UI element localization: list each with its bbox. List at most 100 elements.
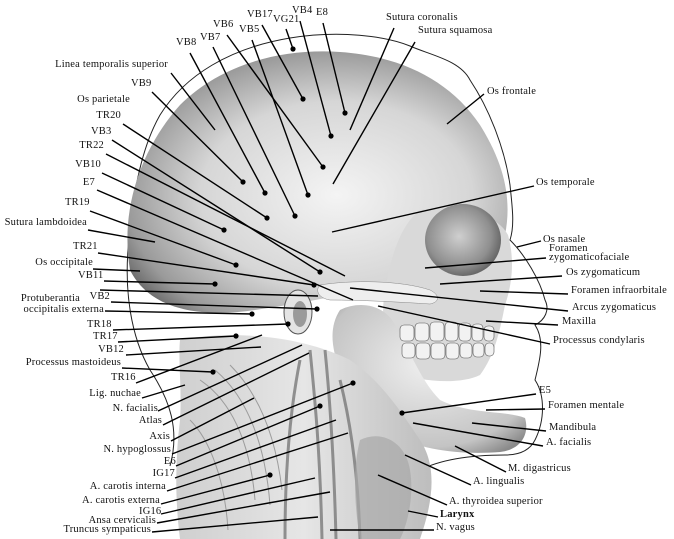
leader-line-sutura-coronalis: [349, 27, 395, 131]
leader-line-e6: [175, 405, 321, 467]
label-foramen-infraorbitale: Foramen infraorbitale: [571, 285, 668, 296]
leader-line-n-hypoglossus: [171, 382, 354, 455]
cervical-vessels: [283, 349, 362, 539]
leader-line-vb10: [101, 172, 225, 231]
acupoint-dot-icon: [300, 96, 306, 102]
leader-line-tr18: [112, 323, 289, 331]
label-vb3: VB3: [91, 126, 112, 137]
label-vb12: VB12: [98, 344, 124, 355]
label-protuberantia1: Protuberantia: [20, 293, 80, 304]
leader-line-m-digastricus: [454, 445, 507, 473]
label-tr18: TR18: [87, 319, 112, 330]
label-foramen-zygo2: zygomaticofaciale: [549, 252, 630, 263]
leader-line-os-temporale: [331, 185, 535, 233]
label-os-frontale: Os frontale: [487, 86, 537, 97]
leader-line-n-facialis: [157, 344, 303, 412]
acupoint-dot-icon: [305, 192, 311, 198]
label-os-zygomaticum: Os zygomaticum: [566, 267, 641, 278]
label-sutura-coronalis: Sutura coronalis: [386, 12, 458, 23]
leader-line-a-facialis: [412, 422, 544, 447]
label-linea-temporalis: Linea temporalis superior: [55, 59, 168, 70]
label-a-carotis-interna: A. carotis interna: [89, 481, 166, 492]
label-e5: E5: [539, 385, 552, 396]
label-vb6: VB6: [213, 19, 234, 30]
label-a-thyroidea: A. thyroidea superior: [449, 496, 543, 507]
acupoint-dot-icon: [292, 213, 298, 219]
label-n-facialis: N. facialis: [112, 403, 158, 414]
label-foramen-zygo1: Foramen: [549, 243, 588, 254]
leader-line-vb3: [111, 139, 321, 273]
label-ig17: IG17: [152, 468, 175, 479]
leader-line-foramen-zygo: [424, 257, 547, 269]
leader-line-processus-mastoideus: [121, 367, 214, 373]
label-a-facialis: A. facialis: [546, 437, 592, 448]
larynx-shape: [355, 436, 412, 539]
leader-line-protuberantia: [104, 310, 253, 315]
label-arcus-zygomaticus: Arcus zygomaticus: [572, 302, 657, 313]
label-n-hypoglossus: N. hypoglossus: [103, 444, 171, 455]
label-atlas: Atlas: [138, 415, 162, 426]
label-lig-nuchae: Lig. nuchae: [89, 388, 141, 399]
leader-line-ig16: [160, 477, 316, 515]
label-mandibula: Mandibula: [549, 422, 597, 433]
leader-line-tr17: [117, 335, 237, 343]
label-tr19: TR19: [65, 197, 90, 208]
label-os-temporale: Os temporale: [536, 177, 595, 188]
label-truncus-sympaticus: Truncus sympaticus: [63, 524, 151, 535]
leader-line-extra-1: [99, 289, 319, 297]
leader-line-vb11: [103, 280, 216, 285]
label-n-vagus: N. vagus: [436, 522, 475, 533]
label-tr21: TR21: [73, 241, 98, 252]
orbit: [425, 204, 501, 276]
label-tr20: TR20: [96, 110, 121, 121]
acupoint-dot-icon: [317, 403, 323, 409]
label-protuberantia2: occipitalis externa: [23, 304, 104, 315]
label-e6: E6: [163, 456, 176, 467]
label-os-occipitale: Os occipitale: [35, 257, 93, 268]
label-processus-condylaris: Processus condylaris: [553, 335, 645, 346]
leader-line-ansa-cervicalis: [156, 491, 331, 524]
leader-line-vb4: [299, 20, 332, 137]
acupoint-dot-icon: [350, 380, 356, 386]
acupoint-dot-icon: [328, 133, 334, 139]
label-e8: E8: [316, 7, 329, 18]
acupoint-dot-icon: [285, 321, 291, 327]
leader-line-tr16: [135, 334, 263, 384]
leader-line-ig17: [174, 419, 337, 479]
acupoint-dot-icon: [290, 46, 296, 52]
leader-line-e8: [322, 22, 346, 114]
acupoint-dot-icon: [320, 164, 326, 170]
label-os-nasale: Os nasale: [543, 234, 586, 245]
leader-line-mandibula: [471, 422, 547, 432]
leader-line-os-frontale: [446, 93, 485, 125]
label-tr17: TR17: [93, 331, 118, 342]
acupoint-dot-icon: [240, 179, 246, 185]
label-tr22: TR22: [79, 140, 104, 151]
leader-line-os-occipitale: [92, 268, 141, 272]
leader-line-os-zygomaticum: [439, 275, 563, 285]
label-e7: E7: [82, 177, 95, 188]
leader-line-linea-temporalis: [170, 72, 216, 131]
leader-line-vb8: [189, 52, 266, 194]
leader-line-tr19: [89, 210, 237, 266]
leader-line-vb7: [212, 46, 296, 217]
label-vb10: VB10: [75, 159, 101, 170]
acupoint-dot-icon: [210, 369, 216, 375]
label-vb8: VB8: [176, 37, 197, 48]
leader-line-tr21: [97, 252, 315, 286]
leader-line-a-carotis-externa: [160, 474, 271, 505]
leader-line-vb17: [261, 24, 304, 100]
label-vb4: VB4: [292, 5, 313, 16]
leader-line-vb5: [251, 39, 309, 196]
leader-line-foramen-mentale: [485, 408, 546, 411]
label-axis: Axis: [149, 431, 170, 442]
acupoint-dot-icon: [342, 110, 348, 116]
acupoint-dot-icon: [221, 227, 227, 233]
leader-line-vb6: [226, 34, 324, 168]
acupoint-markers: [210, 46, 405, 478]
leader-lines: [87, 20, 569, 533]
label-ig16: IG16: [139, 506, 162, 517]
leader-line-a-thyroidea: [377, 474, 448, 506]
